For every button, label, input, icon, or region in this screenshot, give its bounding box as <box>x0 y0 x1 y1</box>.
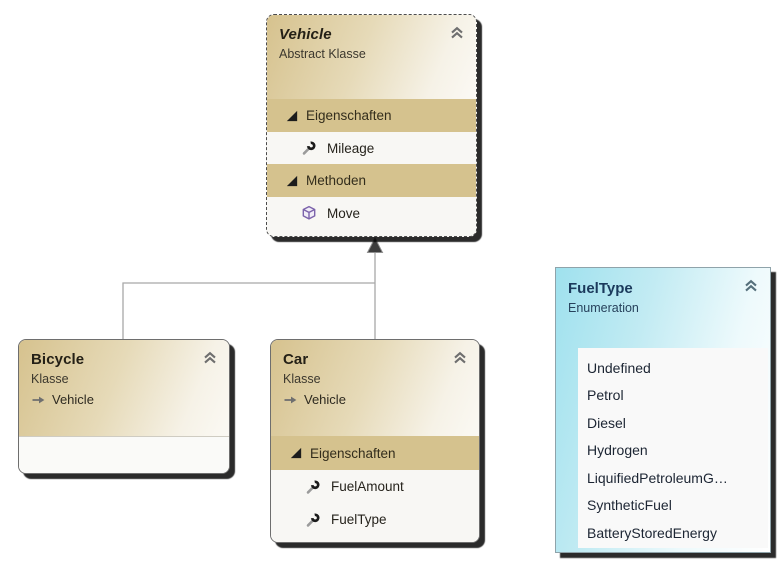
class-card-bicycle[interactable]: Bicycle Klasse Vehicle <box>18 339 230 474</box>
class-card-vehicle[interactable]: Vehicle Abstract Klasse Eigenschaften Mi… <box>266 14 477 237</box>
car-header: Car Klasse Vehicle <box>271 340 479 436</box>
bicycle-title: Bicycle <box>31 351 85 368</box>
vehicle-filler <box>267 229 476 236</box>
member-label: Move <box>327 205 361 221</box>
car-stereotype: Klasse <box>283 372 321 386</box>
cube-icon <box>301 205 317 221</box>
fueltype-stereotype: Enumeration <box>568 301 639 315</box>
inheritance-line-bicycle <box>122 282 375 339</box>
fueltype-title: FuelType <box>568 280 633 297</box>
base-type-label: Vehicle <box>304 392 346 407</box>
member-fuelamount[interactable]: FuelAmount <box>271 470 479 503</box>
class-card-car[interactable]: Car Klasse Vehicle Eigenschaften FuelAmo… <box>270 339 480 543</box>
base-type-arrow-icon <box>283 394 298 406</box>
enum-value-liquifiedpetroleumgas[interactable]: LiquifiedPetroleumG… <box>587 469 728 486</box>
double-chevron-up-icon[interactable] <box>447 24 467 41</box>
bicycle-header: Bicycle Klasse Vehicle <box>19 340 229 436</box>
double-chevron-up-icon[interactable] <box>450 349 470 366</box>
expanded-triangle-icon <box>286 175 298 187</box>
member-label: Mileage <box>327 140 375 156</box>
bicycle-body <box>19 436 229 473</box>
member-fueltype[interactable]: FuelType <box>271 503 479 536</box>
vehicle-section-methoden[interactable]: Methoden <box>267 164 476 197</box>
inheritance-arrowhead-icon <box>366 236 384 253</box>
base-type-arrow-icon <box>31 394 46 406</box>
enum-value-petrol[interactable]: Petrol <box>587 387 624 404</box>
expanded-triangle-icon <box>290 447 302 459</box>
double-chevron-up-icon[interactable] <box>200 349 220 366</box>
fueltype-values-panel: Undefined Petrol Diesel Hydrogen Liquifi… <box>578 348 768 548</box>
enum-value-diesel[interactable]: Diesel <box>587 414 626 431</box>
bicycle-stereotype: Klasse <box>31 372 69 386</box>
vehicle-header: Vehicle Abstract Klasse <box>267 15 476 99</box>
car-section-eigenschaften[interactable]: Eigenschaften <box>271 436 479 470</box>
vehicle-section-eigenschaften[interactable]: Eigenschaften <box>267 99 476 132</box>
section-label: Methoden <box>306 173 367 188</box>
wrench-icon <box>301 140 317 156</box>
member-move[interactable]: Move <box>267 197 476 229</box>
enum-value-hydrogen[interactable]: Hydrogen <box>587 442 648 459</box>
car-title: Car <box>283 351 309 368</box>
car-base-type: Vehicle <box>283 392 467 407</box>
enum-value-undefined[interactable]: Undefined <box>587 359 651 376</box>
vehicle-title: Vehicle <box>279 26 332 43</box>
enum-card-fueltype[interactable]: FuelType Enumeration Undefined Petrol Di… <box>555 267 771 553</box>
enum-value-batterystoredenergy[interactable]: BatteryStoredEnergy <box>587 524 717 541</box>
base-type-label: Vehicle <box>52 392 94 407</box>
section-label: Eigenschaften <box>310 445 396 461</box>
expanded-triangle-icon <box>286 110 298 122</box>
vehicle-stereotype: Abstract Klasse <box>279 47 366 61</box>
fueltype-header: FuelType Enumeration <box>556 268 770 315</box>
section-label: Eigenschaften <box>306 108 392 123</box>
wrench-icon <box>305 479 321 495</box>
wrench-icon <box>305 512 321 528</box>
double-chevron-up-icon[interactable] <box>741 277 761 294</box>
member-mileage[interactable]: Mileage <box>267 132 476 164</box>
car-filler <box>271 536 479 542</box>
bicycle-base-type: Vehicle <box>31 392 217 407</box>
enum-value-syntheticfuel[interactable]: SyntheticFuel <box>587 497 672 514</box>
member-label: FuelAmount <box>331 479 404 494</box>
member-label: FuelType <box>331 512 387 527</box>
